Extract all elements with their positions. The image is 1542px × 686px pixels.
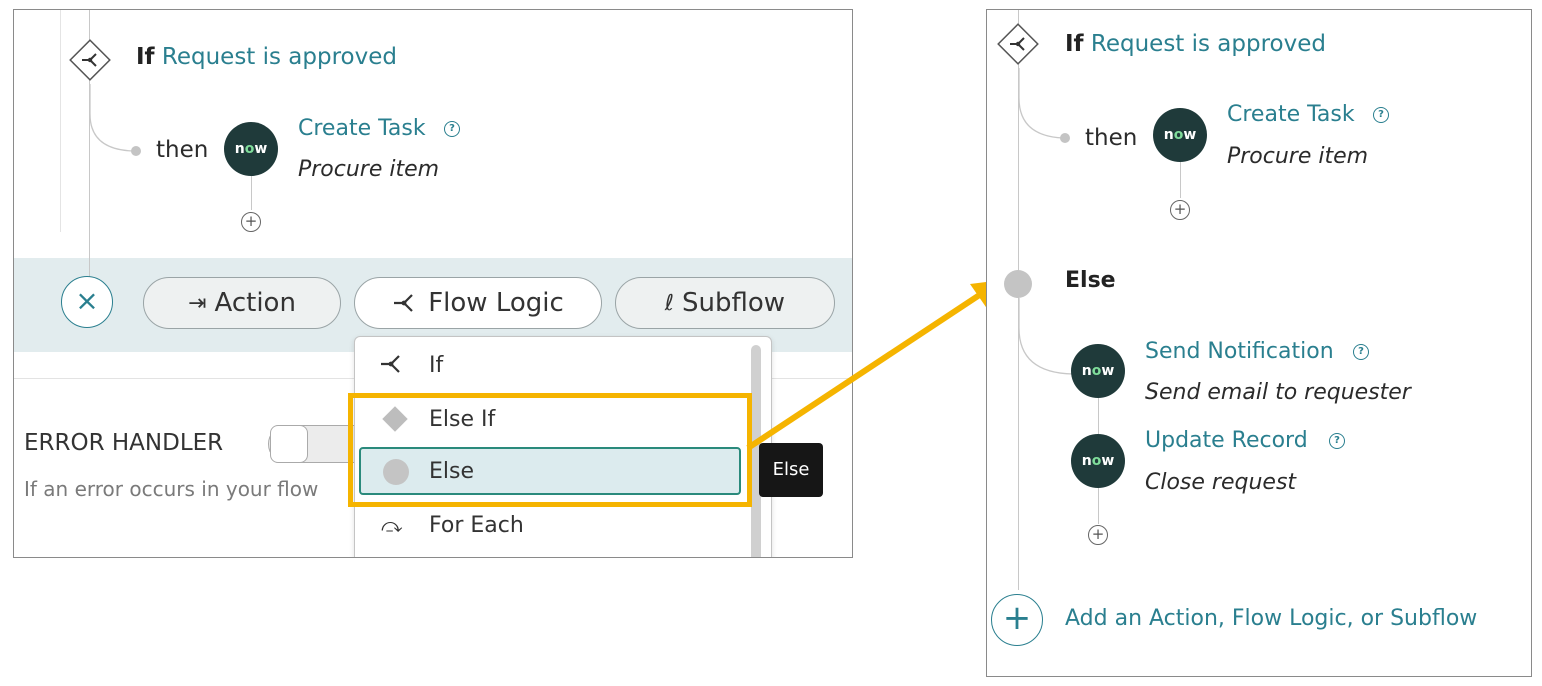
highlight-box xyxy=(348,393,752,507)
error-handler-title: ERROR HANDLER xyxy=(24,430,224,456)
now-badge-icon: now xyxy=(224,122,278,176)
now-badge-icon: now xyxy=(1071,434,1125,488)
menu-item-if[interactable]: If xyxy=(355,339,755,391)
if-condition-link[interactable]: Request is approved xyxy=(161,44,397,70)
action-connector xyxy=(251,176,252,210)
if-keyword: If xyxy=(1065,31,1084,57)
update-record-link[interactable]: Update Record xyxy=(1145,428,1308,453)
left-panel: If Request is approved then now + Create… xyxy=(13,9,853,558)
menu-item-label: For Each xyxy=(429,512,524,538)
menu-item-else[interactable]: Else xyxy=(359,447,741,495)
close-icon[interactable]: × xyxy=(61,276,113,328)
else-node-icon xyxy=(1004,270,1032,298)
flow-line-tail xyxy=(89,258,90,278)
menu-item-label: If xyxy=(429,352,444,378)
help-icon[interactable]: ? xyxy=(444,121,460,137)
menu-item-else-if[interactable]: Else If xyxy=(355,393,755,445)
menu-item-label: Else If xyxy=(429,406,496,432)
add-step-button[interactable]: + xyxy=(991,594,1043,646)
then-connector xyxy=(89,84,141,156)
then-label: then xyxy=(156,137,209,163)
action-button[interactable]: ⇥ Action xyxy=(143,277,341,329)
then-connector xyxy=(1018,68,1070,143)
menu-item-for-each[interactable]: ⤼ For Each xyxy=(355,499,755,551)
help-icon[interactable]: ? xyxy=(1329,433,1345,449)
error-handler-description: If an error occurs in your flow xyxy=(24,477,319,501)
flow-logic-button[interactable]: Flow Logic xyxy=(354,277,602,329)
subflow-label: Subflow xyxy=(682,288,786,318)
now-badge-icon: now xyxy=(1153,108,1207,162)
flow-logic-label: Flow Logic xyxy=(428,288,564,318)
help-icon[interactable]: ? xyxy=(1373,107,1389,123)
add-step-link[interactable]: Add an Action, Flow Logic, or Subflow xyxy=(1065,606,1478,631)
right-panel: If Request is approved then now + Create… xyxy=(986,9,1532,677)
action-icon: ⇥ xyxy=(188,290,207,316)
else-connector xyxy=(1018,298,1074,375)
add-step-icon[interactable]: + xyxy=(241,212,261,232)
if-icon xyxy=(381,355,400,373)
action-button-label: Action xyxy=(214,288,296,318)
add-step-icon[interactable]: + xyxy=(1170,200,1190,220)
tooltip: Else xyxy=(759,443,823,497)
subflow-button[interactable]: ℓ Subflow xyxy=(615,277,835,329)
action-subtitle: Procure item xyxy=(1227,144,1369,169)
action-connector xyxy=(1098,398,1099,434)
action-subtitle: Procure item xyxy=(298,157,440,182)
flow-logic-menu: If Else If Else ⤼ For Each xyxy=(354,336,772,557)
arrow-icon xyxy=(746,280,1002,451)
menu-scrollbar[interactable] xyxy=(751,345,761,557)
if-diamond-icon[interactable] xyxy=(66,36,114,84)
else-label: Else xyxy=(1065,268,1116,293)
create-task-link[interactable]: Create Task xyxy=(298,116,426,141)
flow-line-faint xyxy=(60,10,61,232)
if-condition-link[interactable]: Request is approved xyxy=(1090,31,1326,57)
if-row: If Request is approved xyxy=(1065,31,1326,57)
menu-item-label: Else xyxy=(429,458,475,484)
action-connector xyxy=(1180,162,1181,198)
action-connector xyxy=(1098,488,1099,524)
loop-icon: ⤼ xyxy=(381,513,403,537)
action-subtitle: Close request xyxy=(1145,470,1297,495)
help-icon[interactable]: ? xyxy=(1353,344,1369,360)
then-label: then xyxy=(1085,125,1138,151)
if-diamond-icon[interactable] xyxy=(994,20,1042,68)
subflow-icon: ℓ xyxy=(664,290,675,316)
flow-line xyxy=(89,10,90,300)
circle-icon xyxy=(383,459,409,485)
now-badge-icon: now xyxy=(1071,344,1125,398)
action-subtitle: Send email to requester xyxy=(1145,380,1411,405)
send-notification-link[interactable]: Send Notification xyxy=(1145,339,1334,364)
if-row: If Request is approved xyxy=(136,44,397,70)
flow-logic-icon xyxy=(394,294,413,312)
add-step-icon[interactable]: + xyxy=(1088,525,1108,545)
create-task-link[interactable]: Create Task xyxy=(1227,102,1355,127)
if-keyword: If xyxy=(136,44,155,70)
